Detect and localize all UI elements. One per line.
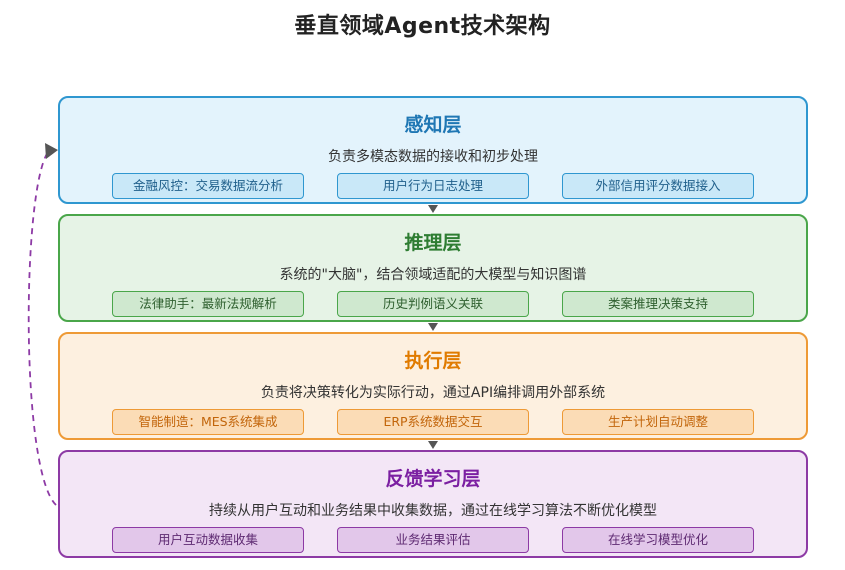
down-arrow-icon bbox=[428, 323, 438, 331]
down-arrow-icon bbox=[428, 441, 438, 449]
layer-description: 负责将决策转化为实际行动，通过API编排调用外部系统 bbox=[260, 385, 606, 401]
layer-item: 在线学习模型优化 bbox=[562, 527, 754, 553]
layer-item: 用户行为日志处理 bbox=[337, 173, 529, 199]
diagram-title: 垂直领域Agent技术架构 bbox=[294, 14, 551, 39]
perception-layer: 感知层 负责多模态数据的接收和初步处理 金融风控：交易数据流分析 用户行为日志处… bbox=[58, 96, 808, 204]
execution-layer: 执行层 负责将决策转化为实际行动，通过API编排调用外部系统 智能制造：MES系… bbox=[58, 332, 808, 440]
layer-title: 推理层 bbox=[404, 232, 462, 254]
reasoning-layer: 推理层 系统的"大脑"，结合领域适配的大模型与知识图谱 法律助手：最新法规解析 … bbox=[58, 214, 808, 322]
feedback-learning-layer: 反馈学习层 持续从用户互动和业务结果中收集数据，通过在线学习算法不断优化模型 用… bbox=[58, 450, 808, 558]
layer-description: 系统的"大脑"，结合领域适配的大模型与知识图谱 bbox=[279, 267, 587, 283]
layer-item: ERP系统数据交互 bbox=[337, 409, 529, 435]
layer-item: 法律助手：最新法规解析 bbox=[112, 291, 304, 317]
layer-item: 外部信用评分数据接入 bbox=[562, 173, 754, 199]
layer-item: 业务结果评估 bbox=[337, 527, 529, 553]
layer-title: 执行层 bbox=[404, 350, 462, 372]
layer-title: 反馈学习层 bbox=[385, 468, 481, 490]
layer-item: 历史判例语义关联 bbox=[337, 291, 529, 317]
layer-title: 感知层 bbox=[404, 114, 462, 136]
layer-item: 金融风控：交易数据流分析 bbox=[112, 173, 304, 199]
layer-item: 用户互动数据收集 bbox=[112, 527, 304, 553]
layer-item: 智能制造：MES系统集成 bbox=[112, 409, 304, 435]
down-arrow-icon bbox=[428, 205, 438, 213]
layer-item: 类案推理决策支持 bbox=[562, 291, 754, 317]
layer-description: 负责多模态数据的接收和初步处理 bbox=[328, 149, 538, 165]
layer-description: 持续从用户互动和业务结果中收集数据，通过在线学习算法不断优化模型 bbox=[209, 503, 657, 519]
layer-item: 生产计划自动调整 bbox=[562, 409, 754, 435]
